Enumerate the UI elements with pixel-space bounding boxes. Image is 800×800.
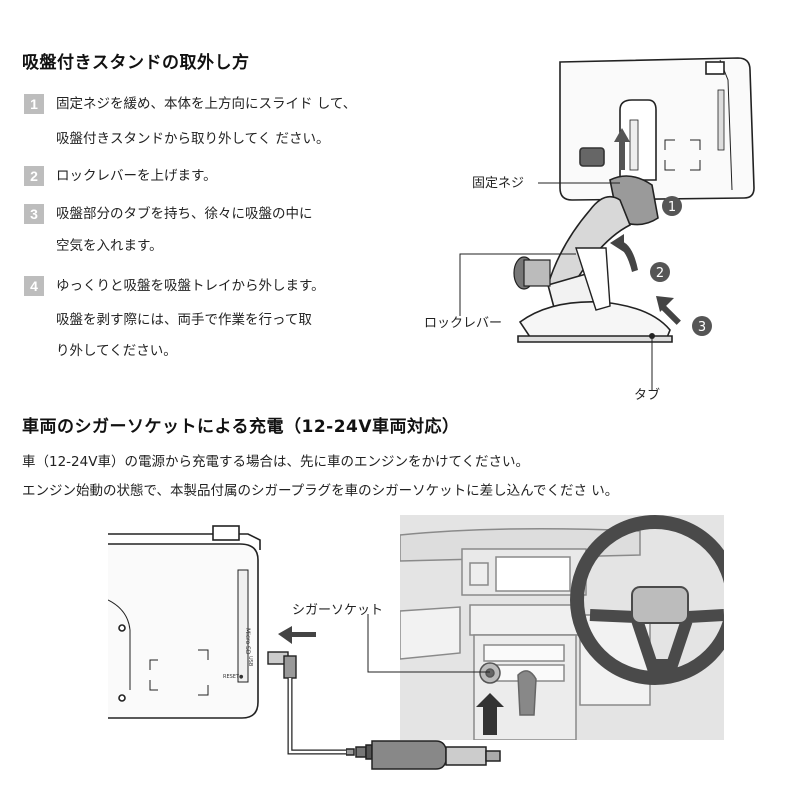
step-marker-2-text: 2 — [656, 266, 664, 281]
step-1-line-2: 吸盤付きスタンドから取り外してく ださい。 — [56, 131, 330, 147]
car-interior-photo — [400, 515, 724, 740]
step-4-line-1: ゆっくりと吸盤を吸盤トレイから外します。 — [56, 278, 325, 294]
callout-cigar-socket: シガーソケット — [292, 603, 384, 618]
step-marker-1: 1 — [662, 196, 682, 216]
step-2-line-1: ロックレバーを上げます。 — [56, 168, 217, 184]
microsd-label: Micro SD — [244, 628, 251, 655]
callout-tab: タブ — [634, 388, 661, 403]
callout-screw: 固定ネジ — [472, 176, 525, 191]
step-1-line-1: 固定ネジを緩め、本体を上方向にスライド して、 — [56, 96, 357, 112]
callout-lever: ロックレバー — [424, 316, 503, 331]
charging-cable — [287, 678, 348, 755]
arrow-up-icon — [614, 128, 630, 170]
step-number-4: 4 — [24, 276, 44, 296]
step-3-line-2: 空気を入れます。 — [56, 238, 163, 254]
lock-knob — [513, 256, 551, 290]
arrow-up-icon — [476, 693, 504, 735]
steering-wheel — [570, 515, 724, 685]
usb-connector — [267, 651, 297, 679]
charging-paragraph-2: エンジン始動の状態で、本製品付属のシガープラグを車のシガーソケットに差し込んでく… — [22, 483, 619, 499]
step-number-3: 3 — [24, 204, 44, 224]
step-marker-3: 3 — [692, 316, 712, 336]
lock-lever — [575, 247, 611, 311]
reset-label: RESET● — [223, 674, 244, 680]
step-4-line-2: 吸盤を剥す際には、両手で作業を行って取 — [56, 312, 312, 328]
gear-shift — [517, 670, 537, 716]
curved-arrow-icon — [610, 234, 638, 272]
cigar-socket — [479, 662, 501, 684]
cigar-plug-illustration — [346, 740, 501, 770]
step-number-2: 2 — [24, 166, 44, 186]
step-3-line-1: 吸盤部分のタブを持ち、徐々に吸盤の中に — [56, 206, 313, 222]
step-marker-3-text: 3 — [698, 320, 706, 335]
stand-illustration: 1 2 3 — [459, 57, 755, 390]
step-number-1: 1 — [24, 94, 44, 114]
section-title-stand-removal: 吸盤付きスタンドの取外し方 — [22, 53, 250, 73]
lever-callout-line — [459, 253, 576, 316]
socket-callout-line — [367, 614, 490, 673]
charging-paragraph-1: 車（12-24V車）の電源から充電する場合は、先に車のエンジンをかけてください。 — [22, 454, 530, 470]
arrow-left-icon — [278, 626, 316, 644]
mount-arm — [517, 175, 673, 343]
step-marker-1-text: 1 — [668, 200, 676, 215]
usb-label: USB — [247, 656, 253, 667]
section-title-cigar-charging: 車両のシガーソケットによる充電（12-24V車両対応） — [22, 417, 460, 437]
diagonal-arrow-icon — [656, 296, 681, 325]
device-side-illustration: Micro SD RESET● USB — [108, 525, 348, 755]
tab-point — [649, 333, 655, 339]
step-4-line-3: り外してください。 — [56, 343, 177, 359]
tablet-device — [559, 57, 755, 201]
step-marker-2: 2 — [650, 262, 670, 282]
